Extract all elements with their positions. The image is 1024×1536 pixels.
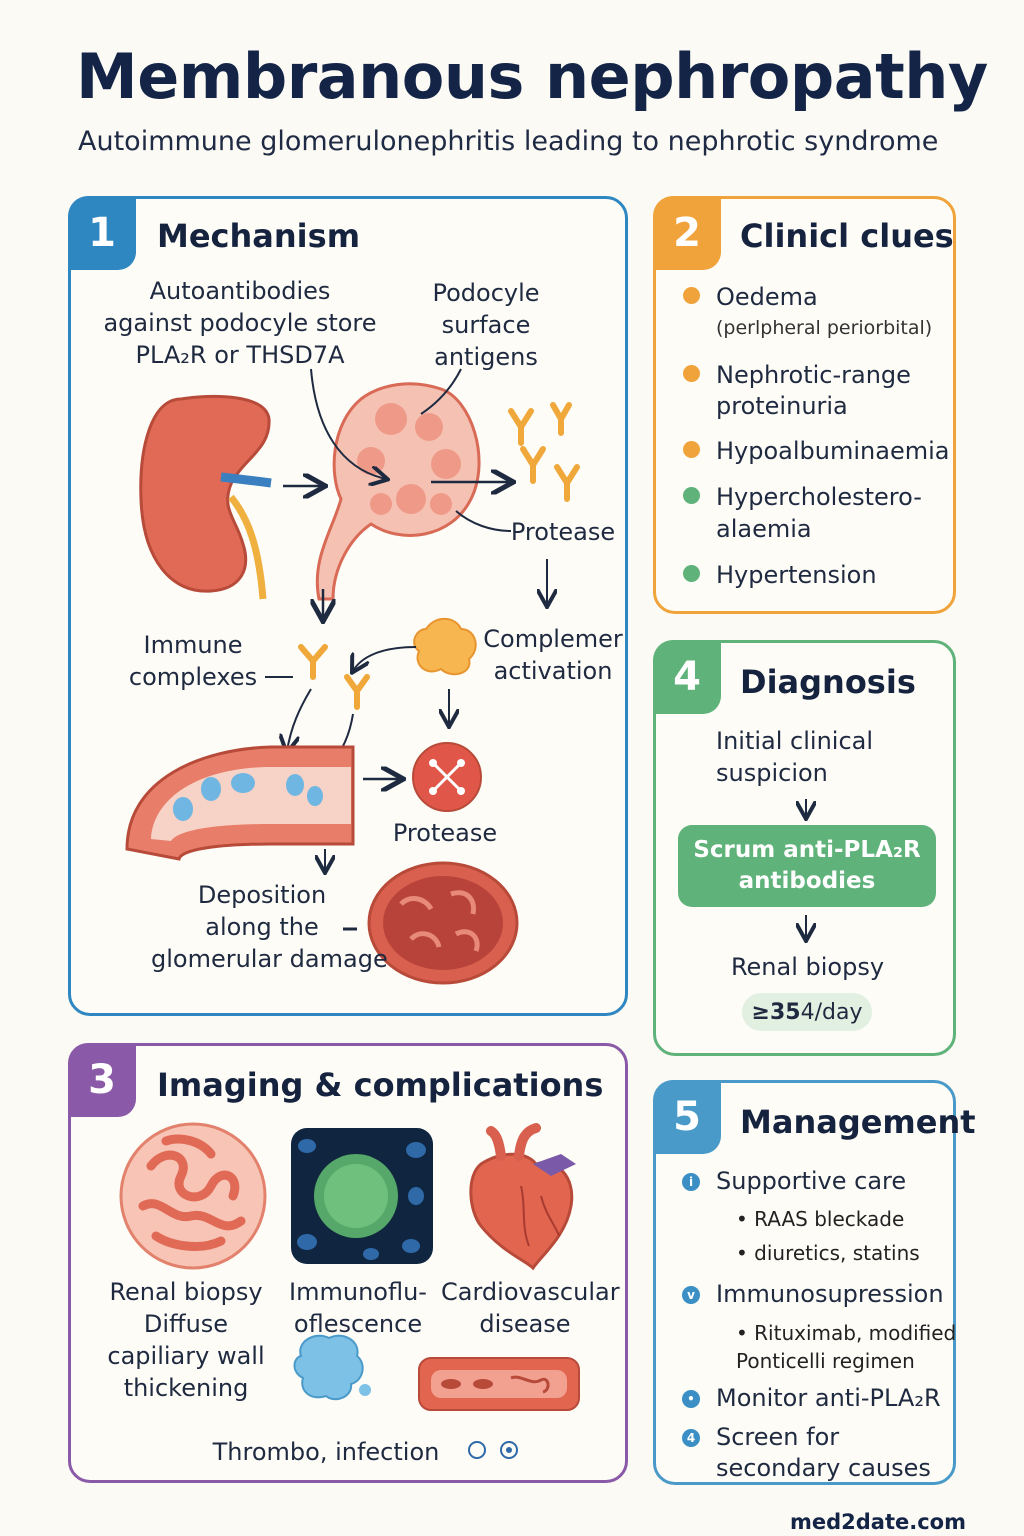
- supportive-care: Supportive care: [716, 1167, 907, 1195]
- ponticelli-item: Ponticelli regimen: [736, 1349, 915, 1373]
- clue-hypercholesterolaemia-cont: alaemia: [716, 515, 812, 543]
- shield-icon: v: [682, 1286, 700, 1304]
- clue-nephrotic: Nephrotic-range: [716, 361, 911, 389]
- mechanism-number-badge: 1: [68, 196, 136, 270]
- heart-icon: [469, 1123, 576, 1271]
- monitor-icon: •: [682, 1390, 700, 1408]
- complement-icon: [413, 617, 477, 676]
- blood-vessel-icon: [418, 1357, 580, 1411]
- complement-activation-label: Complemer activation: [483, 625, 623, 685]
- deposition-label: Deposition along the glomerular damage: [151, 881, 388, 973]
- infection-icons: [468, 1441, 518, 1459]
- management-title: Management: [740, 1103, 976, 1141]
- thrombo-infection-caption: Thrombo, infection: [212, 1438, 440, 1466]
- management-number-badge: 5: [653, 1080, 721, 1154]
- renal-biopsy-caption: Renal biopsy Diffuse capiliary wall thic…: [107, 1278, 265, 1402]
- clue-oedema-detail: (perlpheral periorbital): [716, 317, 933, 339]
- diagnosis-number-badge: 4: [653, 640, 721, 714]
- secondary-causes: secondary causes: [716, 1454, 931, 1482]
- rituximab-item: • Rituximab, modified: [736, 1321, 957, 1345]
- immune-complexes-label: Immune complexes: [128, 631, 258, 691]
- diagnosis-title: Diagnosis: [740, 663, 916, 701]
- thrombus-cell-icon: [293, 1334, 371, 1401]
- clinical-clues-panel: 2 Clinicl clues Oedema (perlpheral perio…: [653, 196, 956, 614]
- diagnosis-panel: 4 Diagnosis Initial clinical suspicion S…: [653, 640, 956, 1056]
- autoantibodies-label: Autoantibodies against podocyle store PL…: [103, 277, 377, 369]
- diagnosis-renal-biopsy: Renal biopsy: [730, 953, 885, 981]
- screen-for: Screen for: [716, 1423, 840, 1451]
- antibody-icons: [508, 402, 580, 502]
- info-icon: i: [682, 1173, 700, 1191]
- mechanism-illustration: [125, 368, 580, 985]
- cardiovascular-caption: Cardiovascular disease: [441, 1278, 620, 1338]
- immunosuppression: Immunosupression: [716, 1280, 944, 1308]
- serum-antibody-box: Scrum anti-PLA₂R antibodies: [678, 825, 936, 907]
- page-subtitle: Autoimmune glomerulonephritis leading to…: [78, 126, 939, 157]
- protease-top-label: Protease: [510, 518, 616, 546]
- bullet-dot: [683, 565, 700, 582]
- clue-hypoalbuminaemia: Hypoalbuminaemia: [716, 437, 950, 465]
- immune-complex-icons: [298, 644, 370, 710]
- kidney-icon: [139, 394, 272, 600]
- clue-oedema: Oedema: [716, 283, 818, 311]
- imaging-illustrations: [119, 1122, 580, 1459]
- monitor-anti-pla2r: Monitor anti-PLA₂R: [716, 1384, 941, 1412]
- diuretics-item: • diuretics, statins: [736, 1241, 920, 1265]
- capillary-icon: [125, 745, 355, 861]
- clinical-title: Clinicl clues: [740, 217, 954, 255]
- raas-blockade-item: • RAAS bleckade: [736, 1207, 905, 1231]
- protease-bottom-label: Protease: [392, 819, 498, 847]
- protease-icon: [412, 742, 482, 812]
- diagnosis-step-suspicion: Initial clinical suspicion: [716, 727, 874, 787]
- footer-source: med2date.com: [790, 1510, 966, 1534]
- imaging-panel: 3 Imaging & complications: [68, 1043, 628, 1483]
- podocyte-antigens-label: Podocyle surface antigens: [432, 279, 540, 371]
- mechanism-panel: 1 Mechanism Autoantibodies against podoc…: [68, 196, 628, 1016]
- tissue-section-icon: [367, 861, 519, 985]
- bullet-dot: [683, 487, 700, 504]
- bullet-dot: [683, 365, 700, 382]
- immunofluorescence-image-icon: [291, 1128, 433, 1264]
- management-panel: 5 Management i Supportive care • RAAS bl…: [653, 1080, 976, 1485]
- screen-icon: 4: [682, 1429, 700, 1447]
- page-title: Membranous nephropathy: [76, 40, 988, 113]
- clue-hypertension: Hypertension: [716, 561, 877, 589]
- imaging-title: Imaging & complications: [157, 1066, 604, 1104]
- imaging-number-badge: 3: [68, 1043, 136, 1117]
- immunofluorescence-caption: Immunoflu- oflescence: [289, 1278, 427, 1338]
- diagnosis-arrows: [656, 799, 959, 1059]
- biopsy-section-icon: [119, 1122, 267, 1270]
- mechanism-title: Mechanism: [157, 217, 361, 255]
- bullet-dot: [683, 287, 700, 304]
- clue-hypercholesterolaemia: Hypercholestero-: [716, 483, 922, 511]
- clinical-number-badge: 2: [653, 196, 721, 270]
- bullet-dot: [683, 441, 700, 458]
- glomerulus-icon: [315, 382, 481, 601]
- clue-proteinuria: proteinuria: [716, 392, 848, 420]
